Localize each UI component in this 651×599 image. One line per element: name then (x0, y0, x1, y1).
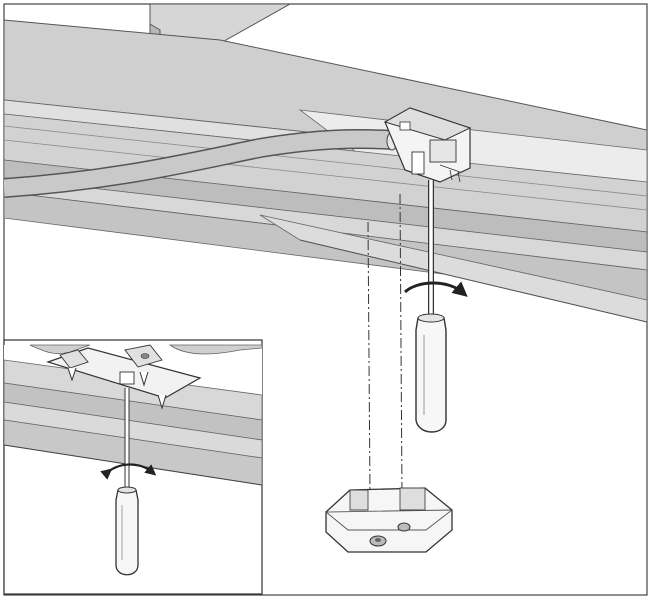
screwdriver-icon (115, 388, 139, 576)
rotate-arrow-icon (100, 463, 157, 480)
terminal-clamp-icon (383, 107, 472, 183)
end-cap-icon (324, 487, 454, 553)
inset-detail (3, 339, 263, 595)
light-rail-profile (4, 19, 647, 323)
rotate-arrow-icon (403, 281, 468, 297)
screwdriver-icon (415, 180, 447, 433)
assembly-guide-lines (367, 193, 403, 496)
